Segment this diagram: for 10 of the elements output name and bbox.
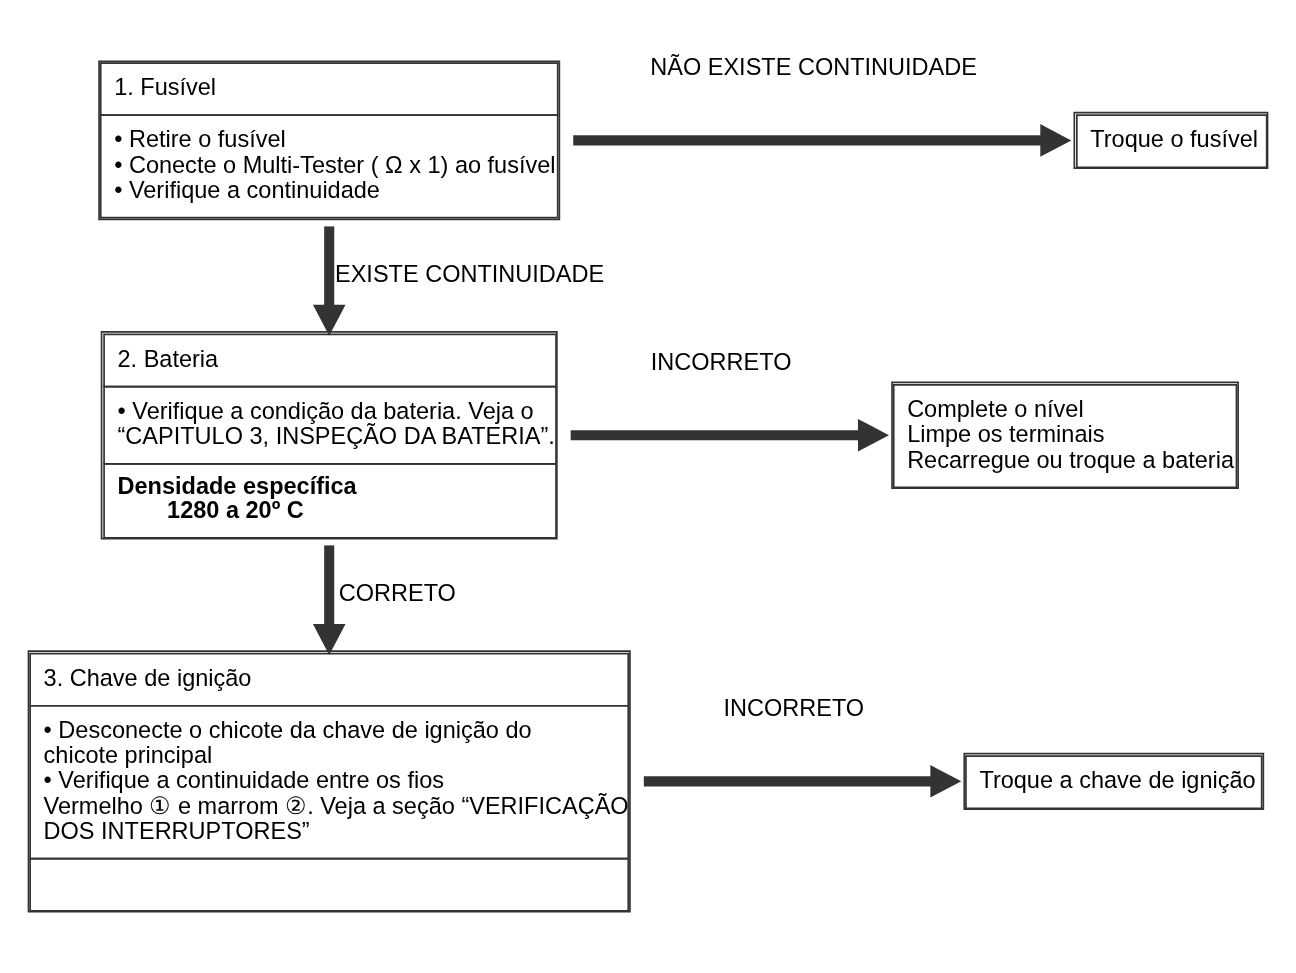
- arrow: [312, 545, 346, 656]
- edge-label: EXISTE CONTINUIDADE: [335, 260, 605, 287]
- arrow: [312, 226, 346, 336]
- edge-label: INCORRETO: [650, 349, 792, 376]
- arrow: [573, 124, 1072, 157]
- arrow: [570, 418, 889, 452]
- edge-label: CORRETO: [338, 580, 456, 607]
- edge-label: NÃO EXISTE CONTINUIDADE: [650, 54, 977, 81]
- edge-label: INCORRETO: [723, 695, 865, 722]
- arrow: [643, 765, 962, 798]
